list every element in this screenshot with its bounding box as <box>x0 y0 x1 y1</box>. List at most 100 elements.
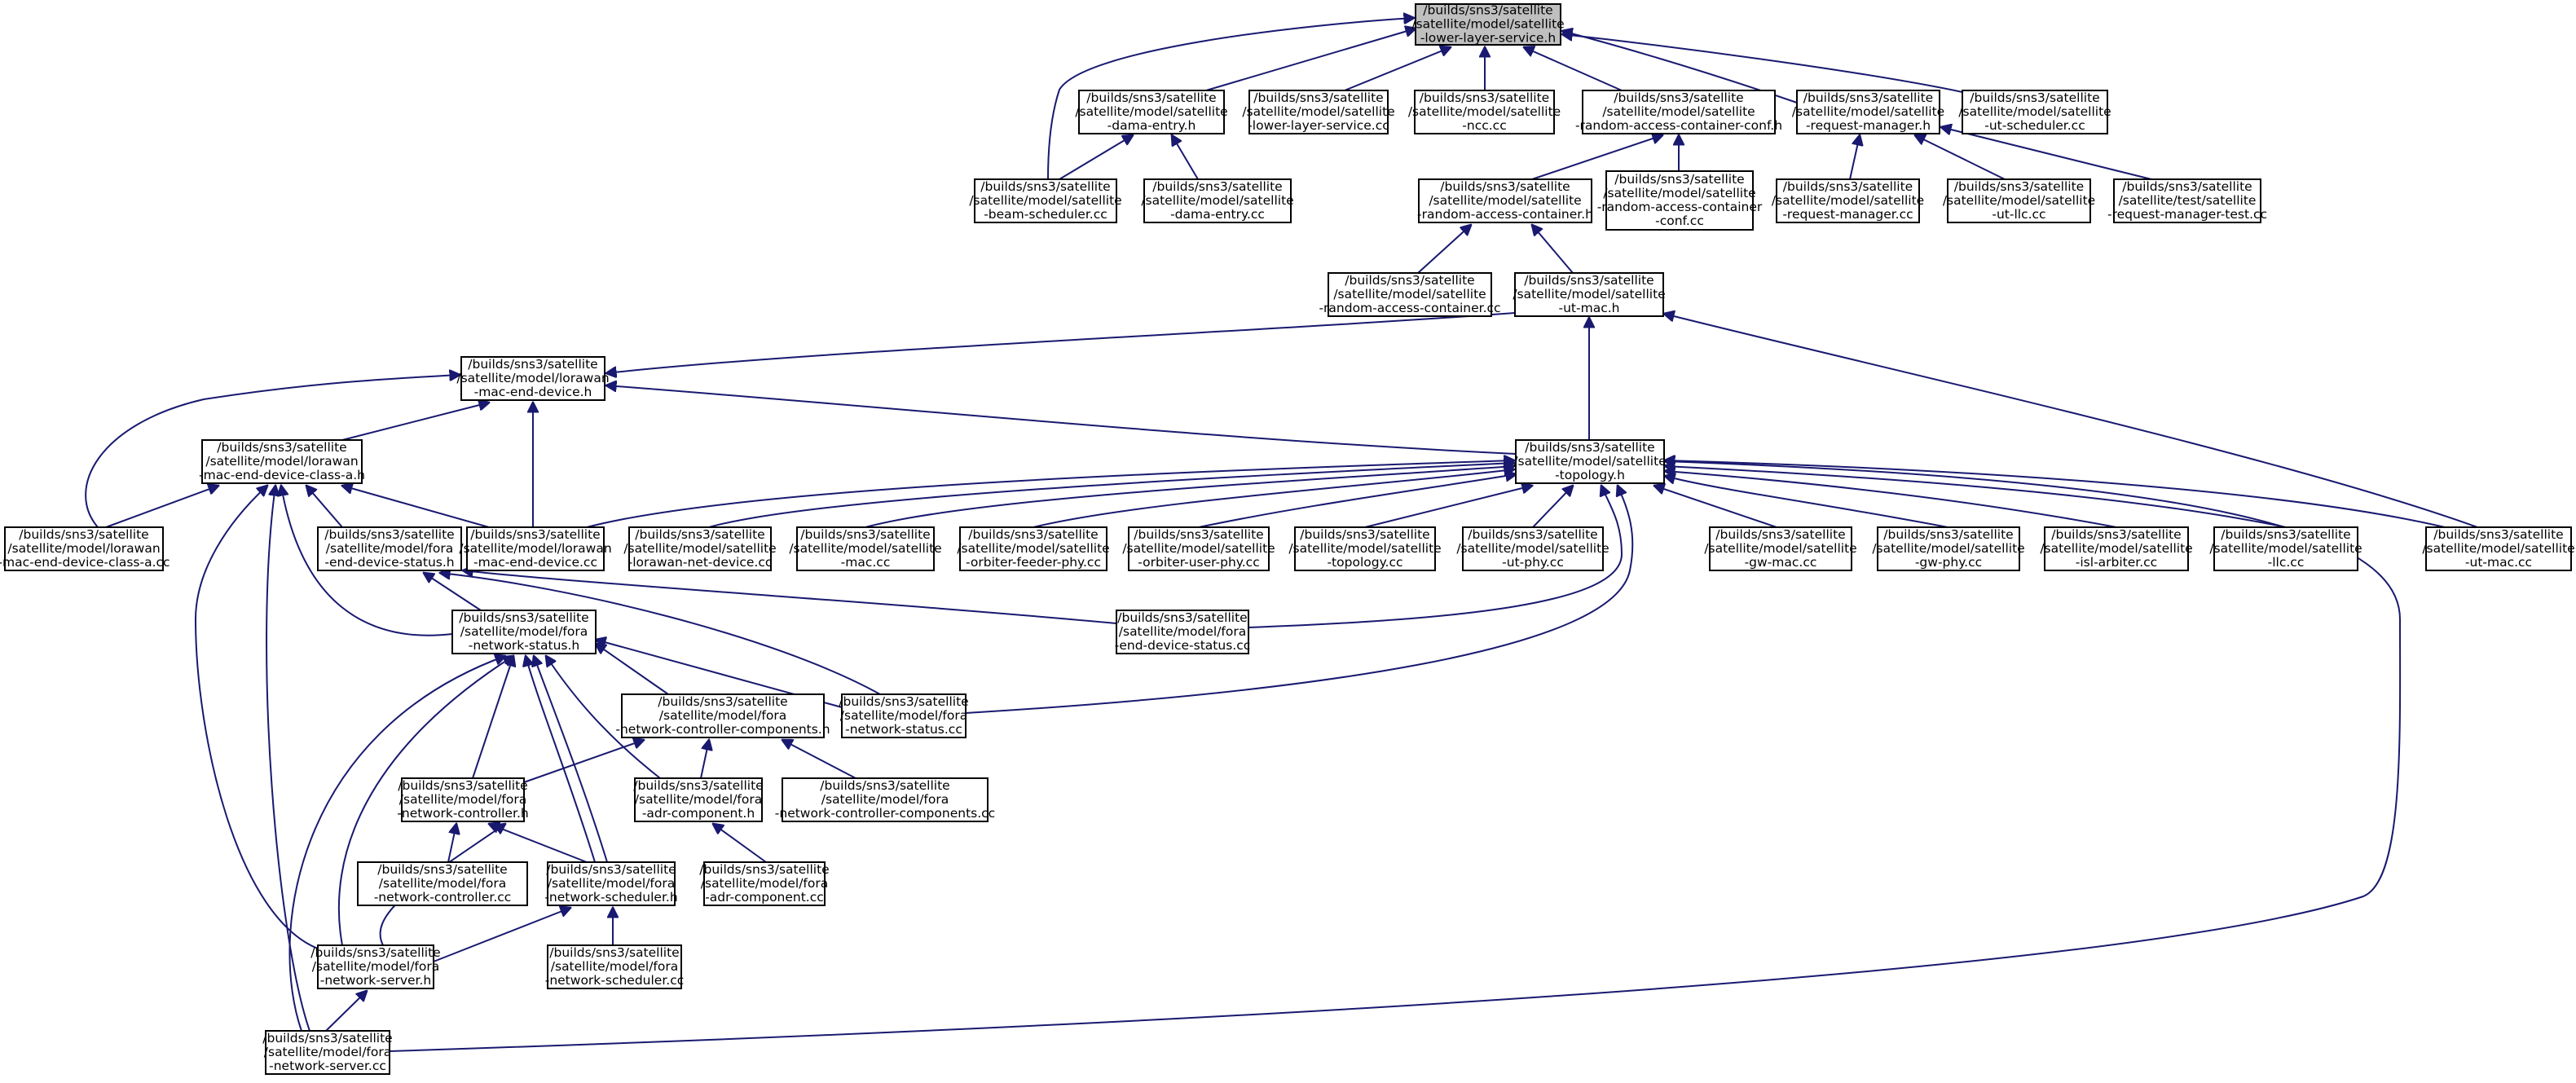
node-box <box>2213 526 2358 571</box>
node-label-line: /satellite/model/lorawan <box>456 371 609 385</box>
node-label-line: /builds/sns3/satellite <box>2051 527 2181 542</box>
node-rac_h[interactable]: /builds/sns3/satellite/satellite/model/s… <box>1417 178 1593 223</box>
node-label-line: /satellite/test/satellite <box>2119 193 2257 208</box>
node-mac_cc[interactable]: /builds/sns3/satellite/satellite/model/s… <box>789 526 942 571</box>
node-fnsv_cc[interactable]: /builds/sns3/satellite/satellite/model/f… <box>262 1030 393 1075</box>
node-lmedca_h[interactable]: /builds/sns3/satellite/satellite/model/l… <box>199 439 365 484</box>
node-label-line: /satellite/model/satellite <box>1122 541 1275 556</box>
node-label-line: -ut-scheduler.cc <box>1984 118 2085 133</box>
edge-gwmac_cc-to-topo_h <box>1654 486 1777 528</box>
edge-fns_h-to-lmedca_h <box>281 486 453 636</box>
node-label-line: /builds/sns3/satellite <box>398 778 527 793</box>
node-gwphy_cc[interactable]: /builds/sns3/satellite/satellite/model/s… <box>1872 526 2025 571</box>
node-label-line: -random-access-container <box>1597 200 1763 214</box>
node-llc_cc[interactable]: /builds/sns3/satellite/satellite/model/s… <box>2209 526 2362 571</box>
node-root[interactable]: /builds/sns3/satellite/satellite/model/s… <box>1411 3 1565 46</box>
node-label-line: -mac-end-device-class-a.cc <box>0 555 170 570</box>
edge-lmed_h-to-utmac_h <box>606 312 1516 373</box>
node-box <box>628 526 772 571</box>
node-isl_cc[interactable]: /builds/sns3/satellite/satellite/model/s… <box>2040 526 2193 571</box>
node-label-line: /builds/sns3/satellite <box>839 694 968 709</box>
edge-fnsv_h-to-lmedca_h <box>194 486 323 951</box>
edge-llservice_cc-to-root <box>1344 47 1451 91</box>
node-label-line: /builds/sns3/satellite <box>1117 610 1247 625</box>
node-reqmgrtest_cc[interactable]: /builds/sns3/satellite/satellite/test/sa… <box>2107 178 2267 223</box>
node-lmed_h[interactable]: /builds/sns3/satellite/satellite/model/l… <box>456 356 610 401</box>
node-reqmgr_h[interactable]: /builds/sns3/satellite/satellite/model/s… <box>1792 90 1944 134</box>
node-label-line: /satellite/model/satellite <box>969 193 1121 208</box>
node-label-line: /satellite/model/lorawan <box>205 454 358 469</box>
node-fnsch_h[interactable]: /builds/sns3/satellite/satellite/model/f… <box>544 861 678 906</box>
edge-fnsch_h-to-fns_h <box>534 656 608 863</box>
node-fnc_h[interactable]: /builds/sns3/satellite/satellite/model/f… <box>397 777 529 822</box>
node-gwmac_cc[interactable]: /builds/sns3/satellite/satellite/model/s… <box>1704 526 1857 571</box>
node-fncc_h[interactable]: /builds/sns3/satellite/satellite/model/f… <box>615 693 830 738</box>
node-label-line: /builds/sns3/satellite <box>1614 172 1744 187</box>
node-label-line: /satellite/model/satellite <box>957 541 1109 556</box>
node-racconf_cc[interactable]: /builds/sns3/satellite/satellite/model/s… <box>1597 170 1763 231</box>
node-topo_cc[interactable]: /builds/sns3/satellite/satellite/model/s… <box>1288 526 1442 571</box>
node-label-line: -orbiter-user-phy.cc <box>1138 555 1259 570</box>
node-utmac_cc[interactable]: /builds/sns3/satellite/satellite/model/s… <box>2422 526 2575 571</box>
node-label-line: /satellite/model/fora <box>635 792 762 807</box>
node-fnsch_cc[interactable]: /builds/sns3/satellite/satellite/model/f… <box>545 944 685 989</box>
node-label-line: /builds/sns3/satellite <box>2122 179 2252 194</box>
node-label-line: /satellite/model/lorawan <box>7 541 160 556</box>
node-llservice_cc[interactable]: /builds/sns3/satellite/satellite/model/s… <box>1242 90 1395 134</box>
node-ncc_cc[interactable]: /builds/sns3/satellite/satellite/model/s… <box>1408 90 1561 134</box>
node-fns_h[interactable]: /builds/sns3/satellite/satellite/model/f… <box>451 610 597 654</box>
node-fns_cc[interactable]: /builds/sns3/satellite/satellite/model/f… <box>839 693 969 738</box>
node-label-line: /satellite/model/satellite <box>2209 541 2362 556</box>
node-fadr_cc[interactable]: /builds/sns3/satellite/satellite/model/f… <box>699 861 830 906</box>
node-label-line: -lorawan-net-device.cc <box>628 555 773 570</box>
node-box <box>357 861 528 906</box>
node-beamsched_cc[interactable]: /builds/sns3/satellite/satellite/model/s… <box>969 178 1122 223</box>
edge-fncc_h-to-fns_h <box>596 644 669 695</box>
node-box <box>201 439 363 484</box>
node-fnsv_h[interactable]: /builds/sns3/satellite/satellite/model/f… <box>310 944 441 989</box>
node-label-line: -ut-llc.cc <box>1992 207 2045 222</box>
node-ofp_cc[interactable]: /builds/sns3/satellite/satellite/model/s… <box>957 526 1110 571</box>
node-racconf_h[interactable]: /builds/sns3/satellite/satellite/model/s… <box>1575 90 1782 134</box>
node-label-line: -isl-arbiter.cc <box>2076 555 2157 570</box>
node-label-line: /builds/sns3/satellite <box>2433 527 2563 542</box>
node-label-line: /satellite/model/satellite <box>1943 193 2095 208</box>
node-topo_h[interactable]: /builds/sns3/satellite/satellite/model/s… <box>1513 439 1667 484</box>
node-fncc_cc[interactable]: /builds/sns3/satellite/satellite/model/f… <box>775 777 995 822</box>
node-oup_cc[interactable]: /builds/sns3/satellite/satellite/model/s… <box>1122 526 1275 571</box>
node-dama_cc[interactable]: /builds/sns3/satellite/satellite/model/s… <box>1141 178 1294 223</box>
node-box <box>1248 90 1389 134</box>
node-reqmgr_cc[interactable]: /builds/sns3/satellite/satellite/model/s… <box>1772 178 1924 223</box>
node-label-line: /builds/sns3/satellite <box>1468 527 1597 542</box>
edge-ofp_cc-to-topo_h <box>1033 469 1514 528</box>
node-utsched_cc[interactable]: /builds/sns3/satellite/satellite/model/s… <box>1958 90 2111 134</box>
node-feds_cc[interactable]: /builds/sns3/satellite/satellite/model/f… <box>1115 610 1251 654</box>
node-fnc_cc[interactable]: /builds/sns3/satellite/satellite/model/f… <box>357 861 528 906</box>
node-lnd_cc[interactable]: /builds/sns3/satellite/satellite/model/s… <box>623 526 777 571</box>
node-lmedca_cc[interactable]: /builds/sns3/satellite/satellite/model/l… <box>0 526 170 571</box>
node-dama_h[interactable]: /builds/sns3/satellite/satellite/model/s… <box>1075 90 1228 134</box>
node-label-line: -network-status.h <box>469 638 580 653</box>
node-label-line: /builds/sns3/satellite <box>1300 527 1429 542</box>
node-utllc_cc[interactable]: /builds/sns3/satellite/satellite/model/s… <box>1943 178 2095 223</box>
node-label-line: -ut-mac.cc <box>2465 555 2532 570</box>
node-lmed_cc[interactable]: /builds/sns3/satellite/satellite/model/l… <box>459 526 612 571</box>
node-label-line: /satellite/model/fora <box>821 792 949 807</box>
node-fadr_h[interactable]: /builds/sns3/satellite/satellite/model/f… <box>633 777 764 822</box>
node-label-line: /builds/sns3/satellite <box>470 527 600 542</box>
node-utphy_cc[interactable]: /builds/sns3/satellite/satellite/model/s… <box>1456 526 1609 571</box>
node-box <box>317 526 462 571</box>
node-label-line: /builds/sns3/satellite <box>658 694 787 709</box>
node-utmac_h[interactable]: /builds/sns3/satellite/satellite/model/s… <box>1513 272 1666 317</box>
edge-utllc_cc-to-reqmgr_h <box>1915 135 2006 180</box>
node-rac_cc[interactable]: /builds/sns3/satellite/satellite/model/s… <box>1319 272 1501 317</box>
node-box <box>451 610 597 654</box>
edge-fnc_h-to-fns_h <box>472 656 513 779</box>
edge-fncc_cc-to-fncc_h <box>782 740 856 779</box>
node-box <box>796 526 935 571</box>
node-feds_h[interactable]: /builds/sns3/satellite/satellite/model/f… <box>317 526 462 571</box>
node-label-line: /satellite/model/fora <box>399 792 526 807</box>
node-label-line: /builds/sns3/satellite <box>377 862 507 877</box>
edge-dama_cc-to-dama_h <box>1172 135 1199 180</box>
